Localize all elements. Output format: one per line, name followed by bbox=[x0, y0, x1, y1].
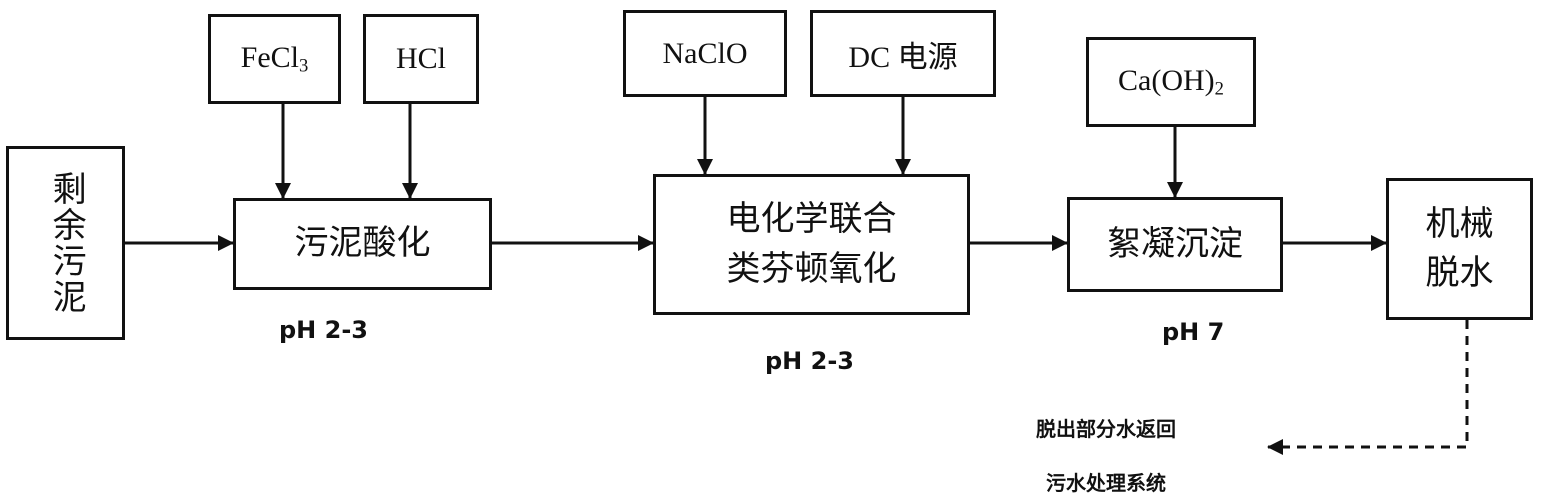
dc-power-box: DC 电源 bbox=[810, 10, 996, 97]
electro-fenton-label-line1: 电化学联合 bbox=[726, 199, 897, 240]
caoh2-box: Ca(OH)2 bbox=[1086, 37, 1256, 127]
dc-power-label: DC 电源 bbox=[848, 40, 958, 74]
return-note-line2: 污水处理系统 bbox=[1046, 471, 1166, 495]
dewatering-label-line2: 脱水 bbox=[1425, 253, 1494, 293]
fecl3-box: FeCl3 bbox=[208, 14, 341, 104]
ph-label-flocculation: pH 7 bbox=[1162, 318, 1225, 346]
sludge-label: 剩余污泥 bbox=[46, 171, 87, 315]
flocculation-box: 絮凝沉淀 bbox=[1067, 197, 1283, 292]
dewatering-label-line1: 机械 bbox=[1425, 203, 1494, 244]
arrow-return-dashed bbox=[1267, 320, 1469, 455]
sludge-box: 剩余污泥 bbox=[6, 146, 125, 340]
acidification-label: 污泥酸化 bbox=[294, 223, 431, 264]
naclo-box: NaClO bbox=[623, 10, 787, 97]
caoh2-label: Ca(OH)2 bbox=[1118, 63, 1224, 100]
ph-label-electro-fenton: pH 2-3 bbox=[765, 347, 854, 375]
electro-fenton-box: 电化学联合 类芬顿氧化 bbox=[653, 174, 970, 315]
flocculation-label: 絮凝沉淀 bbox=[1107, 223, 1243, 264]
naclo-label: NaClO bbox=[662, 36, 748, 70]
electro-fenton-label-line2: 类芬顿氧化 bbox=[726, 248, 897, 289]
acidification-box: 污泥酸化 bbox=[233, 198, 492, 290]
fecl3-label: FeCl3 bbox=[240, 40, 309, 77]
hcl-box: HCl bbox=[363, 14, 479, 104]
ph-label-acidification: pH 2-3 bbox=[279, 316, 368, 344]
hcl-label: HCl bbox=[395, 42, 446, 75]
dewatering-box: 机械 脱水 bbox=[1386, 178, 1533, 320]
return-note-line1: 脱出部分水返回 bbox=[1036, 417, 1176, 441]
